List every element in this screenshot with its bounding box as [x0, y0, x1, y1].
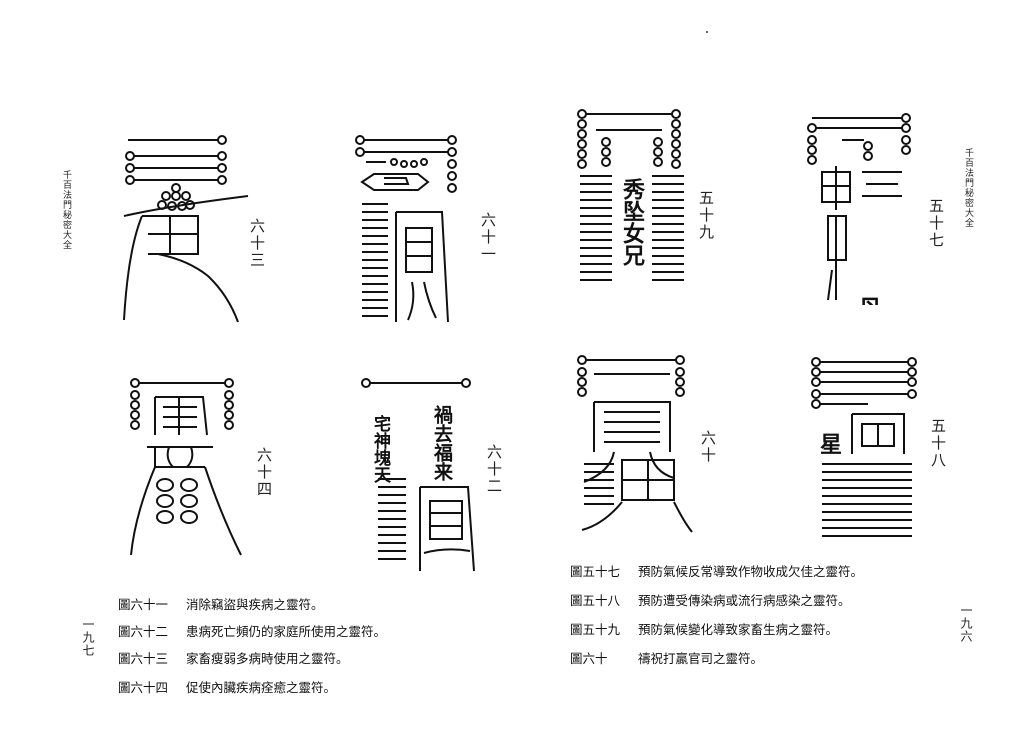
- caption-number: 圖六十一: [118, 597, 169, 612]
- caption-number: 圖五十九: [570, 622, 621, 637]
- figure-label-62: 六十二: [485, 444, 503, 495]
- caption-figure-62: 圖六十二 患病死亡頻仍的家庭所使用之靈符。: [118, 621, 386, 640]
- caption-figure-59: 圖五十九 預防氣候變化導致家畜生病之靈符。: [570, 619, 838, 638]
- talisman-figure-61: [352, 132, 472, 327]
- figure-label-58: 五十八: [929, 418, 947, 469]
- handwritten-text-left-column: 宅神塊天: [370, 414, 391, 484]
- caption-figure-60: 圖六十 禱祝打贏官司之靈符。: [570, 648, 763, 667]
- caption-text: 預防氣候反常導致作物收成欠佳之靈符。: [638, 564, 864, 579]
- caption-text: 促使內臟疾病痊癒之靈符。: [186, 680, 337, 695]
- figure-label-64: 六十四: [255, 447, 273, 498]
- handwritten-text: 秀坠女兄: [619, 178, 646, 267]
- caption-text: 消除竊盜與疾病之靈符。: [186, 597, 324, 612]
- caption-text: 預防氣候變化導致家畜生病之靈符。: [638, 622, 839, 637]
- page-number: 一九七: [81, 618, 95, 657]
- talisman-figure-59: 秀坠女兄: [572, 108, 702, 293]
- caption-figure-58: 圖五十八 預防遭受傳染病或流行病感染之靈符。: [570, 590, 851, 609]
- running-header: 千百法門秘密大全: [61, 170, 71, 250]
- figure-label-57: 五十七: [927, 198, 945, 249]
- caption-number: 圖六十四: [118, 680, 169, 695]
- caption-number: 圖六十三: [118, 651, 169, 666]
- right-page: 千百法門秘密大全 一九六 秀坠女兄 五十九: [512, 0, 1024, 732]
- figure-label-60: 六十: [699, 430, 717, 464]
- left-page: 千百法門秘密大全 一九七 六十三: [61, 130, 503, 696]
- caption-figure-63: 圖六十三 家畜瘦弱多病時使用之靈符。: [118, 648, 349, 667]
- figure-label-59: 五十九: [697, 190, 715, 241]
- running-header: 千百法門秘密大全: [963, 148, 973, 228]
- caption-figure-57: 圖五十七 預防氣候反常導致作物收成欠佳之靈符。: [570, 561, 863, 580]
- caption-number: 圖五十七: [570, 564, 621, 579]
- caption-text: 預防遭受傳染病或流行病感染之靈符。: [638, 593, 851, 608]
- caption-text: 禱祝打贏官司之靈符。: [638, 651, 764, 666]
- talisman-figure-64: [125, 375, 250, 560]
- talisman-figure-58: 星: [808, 354, 938, 544]
- caption-text: 家畜瘦弱多病時使用之靈符。: [186, 651, 349, 666]
- figure-label-63: 六十三: [248, 218, 266, 269]
- handwritten-text: 星: [820, 432, 842, 458]
- handwritten-text-right-column: 禍去福来: [431, 404, 454, 482]
- caption-figure-64: 圖六十四 促使內臟疾病痊癒之靈符。: [118, 677, 336, 696]
- caption-number: 圖六十: [570, 651, 608, 666]
- caption-figure-61: 圖六十一 消除竊盜與疾病之靈符。: [118, 594, 324, 613]
- talisman-figure-57: 丹怨: [802, 110, 932, 305]
- caption-text: 患病死亡頻仍的家庭所使用之靈符。: [186, 624, 387, 639]
- handwritten-text: 丹怨: [854, 296, 883, 305]
- figure-label-61: 六十一: [479, 212, 497, 263]
- scan-speck: [706, 31, 708, 33]
- talisman-figure-60: [574, 352, 704, 542]
- talisman-figure-63: [118, 130, 258, 330]
- caption-number: 圖六十二: [118, 624, 169, 639]
- page-number: 一九六: [959, 604, 973, 643]
- caption-number: 圖五十八: [570, 593, 621, 608]
- talisman-figure-62: 宅神塊天 禍去福来: [358, 375, 488, 575]
